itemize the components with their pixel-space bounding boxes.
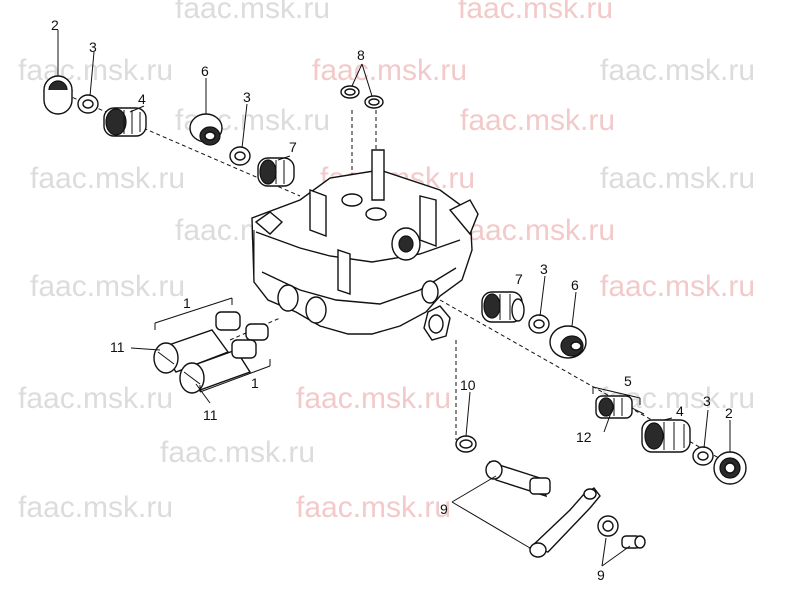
part-10-washer (455, 435, 477, 453)
leader-lines (57, 30, 731, 567)
callout-5: 5 (624, 373, 632, 389)
callout-7: 7 (289, 139, 297, 155)
watermark: faac.msk.ru (296, 491, 451, 524)
watermark: faac.msk.ru (18, 54, 173, 87)
part-2-seal-cap-right (713, 451, 747, 485)
callout-2: 2 (51, 17, 59, 33)
part-3-washer-right-a (528, 314, 550, 334)
callout-12: 12 (576, 429, 592, 445)
part-3-washer-left-a (77, 94, 99, 114)
callout-11: 11 (110, 339, 125, 355)
watermark: faac.msk.ru (600, 162, 755, 195)
callout-3: 3 (540, 261, 548, 277)
callout-6: 6 (571, 277, 579, 293)
watermark: faac.msk.ru (30, 162, 185, 195)
callout-11: 11 (203, 407, 218, 423)
part-4-valve-right (641, 419, 691, 453)
callout-7: 7 (515, 271, 523, 287)
watermark: faac.msk.ru (600, 54, 755, 87)
part-9-screw (485, 460, 551, 498)
callout-3: 3 (243, 89, 251, 105)
part-7-valve-right (481, 291, 525, 323)
watermark: faac.msk.ru (460, 104, 615, 137)
bracket-5 (592, 386, 641, 405)
callout-10: 10 (460, 377, 476, 393)
pump-housing (251, 149, 479, 341)
part-3-washer-left-b (229, 146, 251, 166)
brackets-1 (154, 297, 271, 393)
watermark: faac.msk.ru (460, 214, 615, 247)
callout-labels: 2 3 4 6 3 7 8 1 11 11 1 7 3 6 5 4 3 2 12… (51, 17, 733, 583)
part-4-valve-left (103, 107, 147, 137)
watermark: faac.msk.ru (296, 382, 451, 415)
callout-1: 1 (251, 375, 259, 391)
callout-6: 6 (201, 63, 209, 79)
callout-4: 4 (676, 403, 684, 419)
callout-9: 9 (440, 501, 448, 517)
watermark: faac.msk.ru (30, 270, 185, 303)
part-11-plug-lower (179, 339, 257, 394)
part-6-bushing-right (549, 325, 587, 359)
part-9-nut-bolt (597, 515, 646, 549)
watermark: faac.msk.ru (18, 491, 173, 524)
watermark: faac.msk.ru (160, 436, 315, 469)
callout-8: 8 (357, 47, 365, 63)
callout-9: 9 (597, 567, 605, 583)
callout-3: 3 (89, 39, 97, 55)
part-6-bushing-left (189, 113, 223, 146)
watermark: faac.msk.ru (175, 0, 330, 25)
part-3-washer-right-b (692, 446, 714, 466)
watermark: faac.msk.ru (600, 270, 755, 303)
callout-3: 3 (703, 393, 711, 409)
callout-1: 1 (183, 295, 191, 311)
part-8-orings (340, 85, 384, 109)
part-12-valve-core (595, 395, 645, 419)
part-11-plug-upper (153, 311, 269, 374)
part-7-valve-left (257, 157, 295, 187)
watermark: faac.msk.ru (312, 54, 467, 87)
part-2-seal-cap-left (43, 75, 73, 115)
watermark: faac.msk.ru (458, 0, 613, 25)
callout-2: 2 (725, 405, 733, 421)
watermark: faac.msk.ru (18, 382, 173, 415)
callout-4: 4 (138, 91, 146, 107)
part-9-lever (528, 487, 601, 558)
